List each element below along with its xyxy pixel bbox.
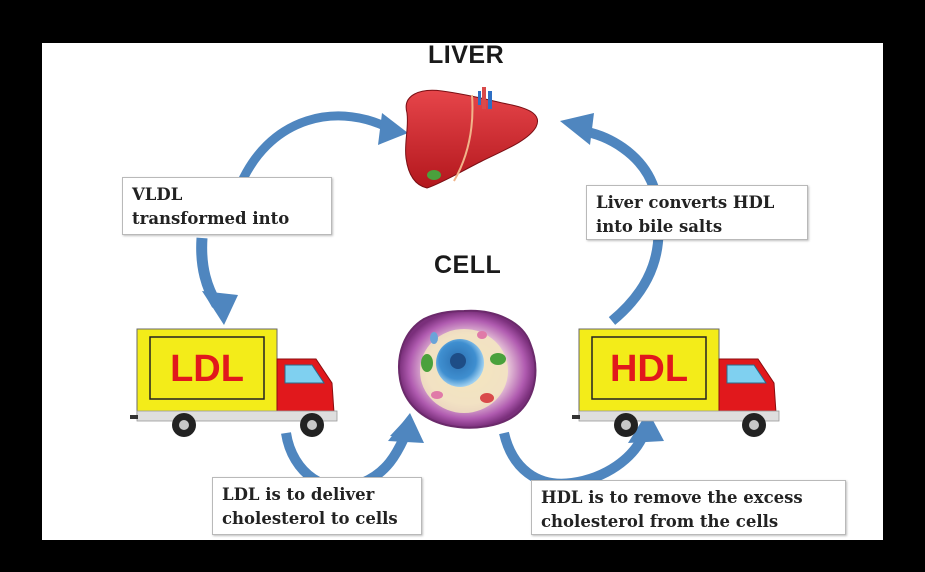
- ldl-truck-label: LDL: [170, 348, 244, 390]
- liver-icon: [405, 87, 538, 189]
- cell-heading: CELL: [434, 251, 502, 279]
- arrow-vldl-to-ldl: [196, 237, 238, 325]
- note-hdl-remove: HDL is to remove the excess cholesterol …: [531, 480, 846, 535]
- note-liver-converts: Liver converts HDL into bile salts: [586, 185, 808, 240]
- note-ldl-deliver-line-1: LDL is to deliver: [222, 485, 375, 504]
- arrow-cell-to-hdl: [499, 411, 664, 489]
- liver-heading: LIVER: [428, 43, 505, 69]
- note-vldl: VLDL transformed into: [122, 177, 332, 235]
- ldl-truck-icon: LDL: [130, 328, 338, 437]
- note-vldl-line-2: transformed into: [132, 209, 290, 228]
- note-ldl-deliver-line-2: cholesterol to cells: [222, 509, 398, 528]
- note-hdl-remove-line-2: cholesterol from the cells: [541, 512, 779, 531]
- note-liver-converts-line-2: into bile salts: [596, 217, 723, 236]
- note-ldl-deliver: LDL is to deliver cholesterol to cells: [212, 477, 422, 535]
- note-vldl-line-1: VLDL: [132, 185, 183, 204]
- note-hdl-remove-line-1: HDL is to remove the excess: [541, 488, 803, 507]
- cholesterol-cycle-diagram: LDL HDL: [130, 87, 780, 493]
- hdl-truck-label: HDL: [610, 348, 688, 390]
- arrow-hdl-to-liver: [560, 113, 664, 325]
- cell-icon: [398, 309, 537, 429]
- hdl-truck-icon: HDL: [572, 328, 780, 437]
- note-liver-converts-line-1: Liver converts HDL: [596, 193, 775, 212]
- arrow-liver-to-vldl: [232, 111, 408, 195]
- diagram-canvas: LDL HDL LIVER CELL VLDL transformed into…: [42, 43, 883, 540]
